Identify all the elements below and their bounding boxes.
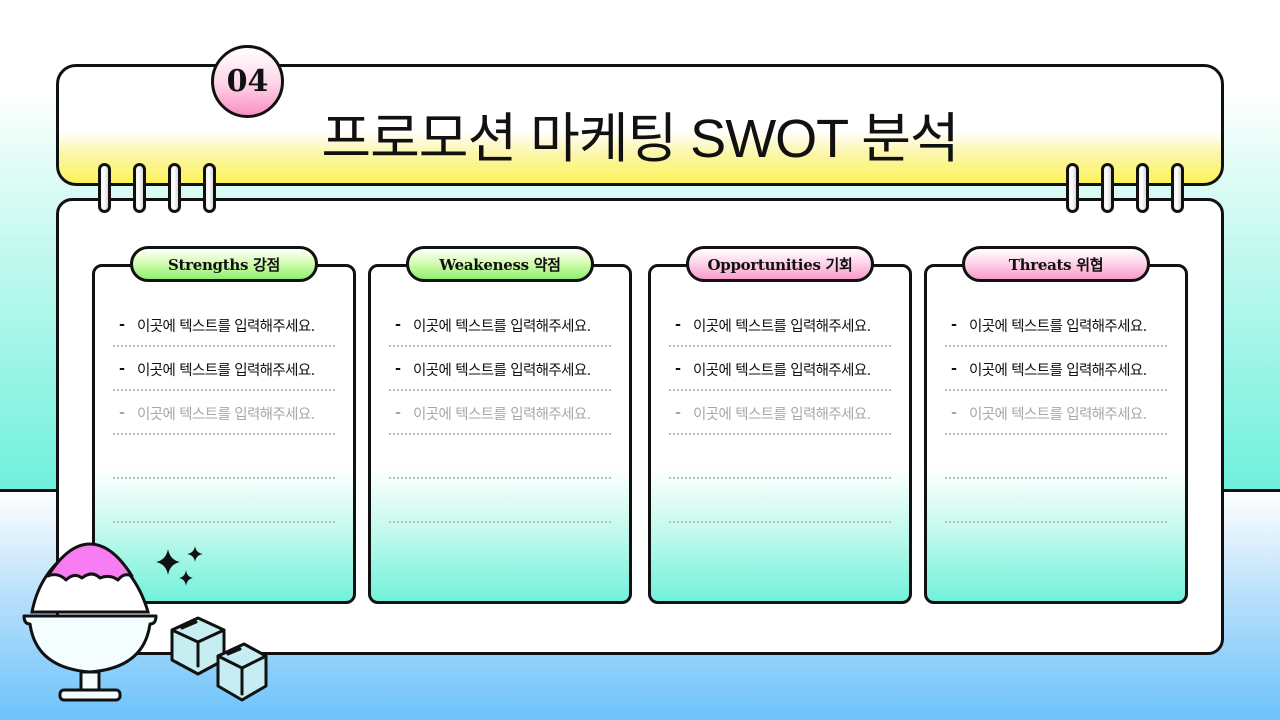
bullet-dash: - bbox=[119, 405, 125, 421]
bullet-dash: - bbox=[675, 361, 681, 377]
page-title: 프로모션 마케팅 SWOT 분석 bbox=[321, 109, 959, 169]
slide-number-badge: 04 bbox=[211, 45, 284, 118]
list-item[interactable]: -이곳에 텍스트를 입력해주세요. bbox=[669, 391, 891, 435]
list-item-empty[interactable] bbox=[669, 435, 891, 479]
item-text: 이곳에 텍스트를 입력해주세요. bbox=[693, 362, 871, 379]
item-text: 이곳에 텍스트를 입력해주세요. bbox=[969, 318, 1147, 335]
binder-rings-left bbox=[98, 163, 216, 213]
item-text: 이곳에 텍스트를 입력해주세요. bbox=[413, 362, 591, 379]
threats-list: -이곳에 텍스트를 입력해주세요. -이곳에 텍스트를 입력해주세요. -이곳에… bbox=[945, 303, 1167, 523]
opportunities-tag: Opportunities 기회 bbox=[686, 246, 874, 282]
bullet-dash: - bbox=[119, 361, 125, 377]
list-item-empty[interactable] bbox=[389, 435, 611, 479]
list-item-empty[interactable] bbox=[945, 435, 1167, 479]
list-item[interactable]: -이곳에 텍스트를 입력해주세요. bbox=[945, 391, 1167, 435]
bullet-dash: - bbox=[951, 317, 957, 333]
list-item[interactable]: -이곳에 텍스트를 입력해주세요. bbox=[113, 303, 335, 347]
binder-ring-icon bbox=[98, 163, 111, 213]
list-item-empty[interactable] bbox=[113, 479, 335, 523]
binder-ring-icon bbox=[1101, 163, 1114, 213]
bullet-dash: - bbox=[951, 405, 957, 421]
item-text: 이곳에 텍스트를 입력해주세요. bbox=[137, 406, 315, 423]
bullet-dash: - bbox=[675, 317, 681, 333]
binder-ring-icon bbox=[1066, 163, 1079, 213]
bullet-dash: - bbox=[395, 317, 401, 333]
weakness-tag: Weakeness 약점 bbox=[406, 246, 594, 282]
list-item[interactable]: -이곳에 텍스트를 입력해주세요. bbox=[945, 347, 1167, 391]
threats-tag: Threats 위협 bbox=[962, 246, 1150, 282]
binder-ring-icon bbox=[168, 163, 181, 213]
list-item[interactable]: -이곳에 텍스트를 입력해주세요. bbox=[113, 391, 335, 435]
item-text: 이곳에 텍스트를 입력해주세요. bbox=[137, 362, 315, 379]
swot-column-threats: Threats 위협 -이곳에 텍스트를 입력해주세요. -이곳에 텍스트를 입… bbox=[924, 246, 1188, 604]
item-text: 이곳에 텍스트를 입력해주세요. bbox=[693, 318, 871, 335]
binder-ring-icon bbox=[1171, 163, 1184, 213]
swot-column-weakness: Weakeness 약점 -이곳에 텍스트를 입력해주세요. -이곳에 텍스트를… bbox=[368, 246, 632, 604]
item-text: 이곳에 텍스트를 입력해주세요. bbox=[693, 406, 871, 423]
list-item-empty[interactable] bbox=[669, 479, 891, 523]
list-item[interactable]: -이곳에 텍스트를 입력해주세요. bbox=[389, 303, 611, 347]
bullet-dash: - bbox=[951, 361, 957, 377]
list-item[interactable]: -이곳에 텍스트를 입력해주세요. bbox=[669, 347, 891, 391]
item-text: 이곳에 텍스트를 입력해주세요. bbox=[969, 406, 1147, 423]
item-text: 이곳에 텍스트를 입력해주세요. bbox=[413, 318, 591, 335]
list-item-empty[interactable] bbox=[945, 479, 1167, 523]
strengths-list: -이곳에 텍스트를 입력해주세요. -이곳에 텍스트를 입력해주세요. -이곳에… bbox=[113, 303, 335, 523]
list-item[interactable]: -이곳에 텍스트를 입력해주세요. bbox=[669, 303, 891, 347]
list-item-empty[interactable] bbox=[113, 435, 335, 479]
swot-column-strengths: Strengths 강점 -이곳에 텍스트를 입력해주세요. -이곳에 텍스트를… bbox=[92, 246, 356, 604]
bullet-dash: - bbox=[395, 361, 401, 377]
strengths-tag: Strengths 강점 bbox=[130, 246, 318, 282]
shaved-ice-icon bbox=[22, 542, 158, 702]
item-text: 이곳에 텍스트를 입력해주세요. bbox=[137, 318, 315, 335]
swot-column-opportunities: Opportunities 기회 -이곳에 텍스트를 입력해주세요. -이곳에 … bbox=[648, 246, 912, 604]
list-item[interactable]: -이곳에 텍스트를 입력해주세요. bbox=[113, 347, 335, 391]
binder-ring-icon bbox=[133, 163, 146, 213]
bullet-dash: - bbox=[395, 405, 401, 421]
binder-rings-right bbox=[1066, 163, 1184, 213]
list-item[interactable]: -이곳에 텍스트를 입력해주세요. bbox=[389, 347, 611, 391]
item-text: 이곳에 텍스트를 입력해주세요. bbox=[969, 362, 1147, 379]
item-text: 이곳에 텍스트를 입력해주세요. bbox=[413, 406, 591, 423]
list-item[interactable]: -이곳에 텍스트를 입력해주세요. bbox=[389, 391, 611, 435]
bullet-dash: - bbox=[675, 405, 681, 421]
binder-ring-icon bbox=[1136, 163, 1149, 213]
list-item[interactable]: -이곳에 텍스트를 입력해주세요. bbox=[945, 303, 1167, 347]
binder-ring-icon bbox=[203, 163, 216, 213]
bullet-dash: - bbox=[119, 317, 125, 333]
ice-cube-icon bbox=[170, 616, 268, 702]
opportunities-list: -이곳에 텍스트를 입력해주세요. -이곳에 텍스트를 입력해주세요. -이곳에… bbox=[669, 303, 891, 523]
weakness-list: -이곳에 텍스트를 입력해주세요. -이곳에 텍스트를 입력해주세요. -이곳에… bbox=[389, 303, 611, 523]
sparkle-icon bbox=[156, 546, 203, 586]
list-item-empty[interactable] bbox=[389, 479, 611, 523]
